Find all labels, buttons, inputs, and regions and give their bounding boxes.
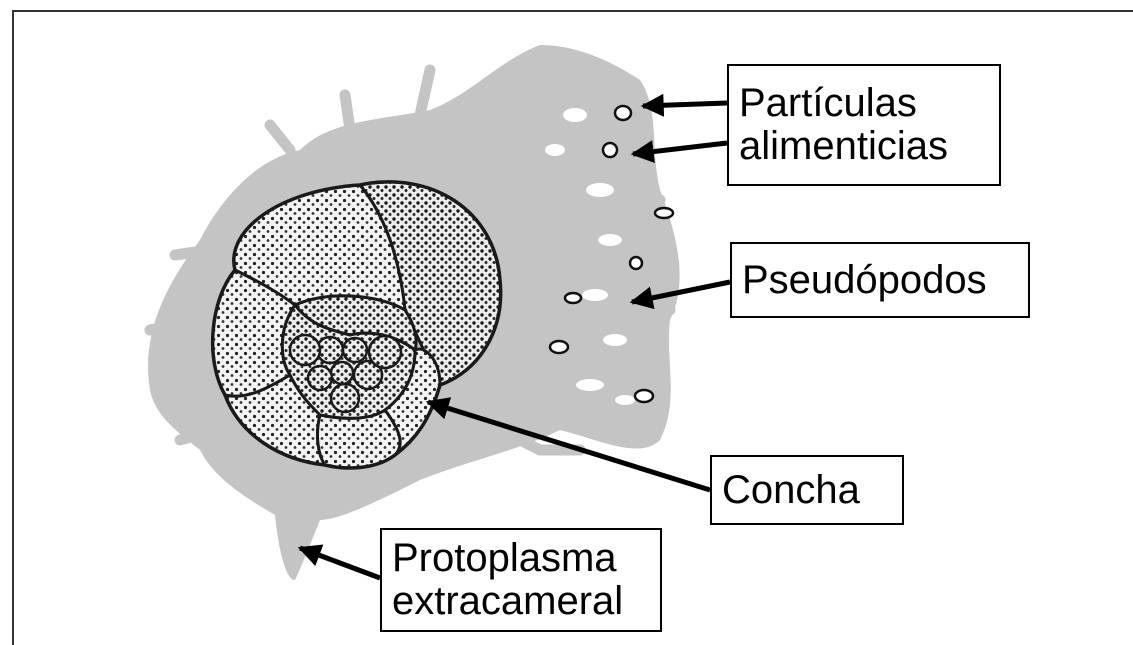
arrow-particles-1 <box>643 103 727 106</box>
label-shell-text: Concha <box>722 469 892 512</box>
food-particle <box>565 293 581 303</box>
label-extracameral-protoplasm: Protoplasma extracameral <box>380 528 662 632</box>
food-particle <box>655 208 673 218</box>
arrow-protoplasm <box>300 548 380 578</box>
label-shell: Concha <box>710 455 904 525</box>
label-food-particles-line1: Partículas <box>739 82 989 125</box>
label-food-particles: Partículas alimenticias <box>727 64 1001 186</box>
food-particle <box>550 341 568 353</box>
label-protoplasm-line1: Protoplasma <box>392 537 650 580</box>
label-pseudopods: Pseudópodos <box>730 242 1030 318</box>
label-food-particles-line2: alimenticias <box>739 125 989 168</box>
label-pseudopods-text: Pseudópodos <box>742 259 1018 302</box>
food-particle <box>630 257 642 269</box>
food-particle <box>603 143 617 157</box>
label-protoplasm-line2: extracameral <box>392 580 650 623</box>
food-particle <box>635 390 653 402</box>
food-particle <box>615 106 631 120</box>
